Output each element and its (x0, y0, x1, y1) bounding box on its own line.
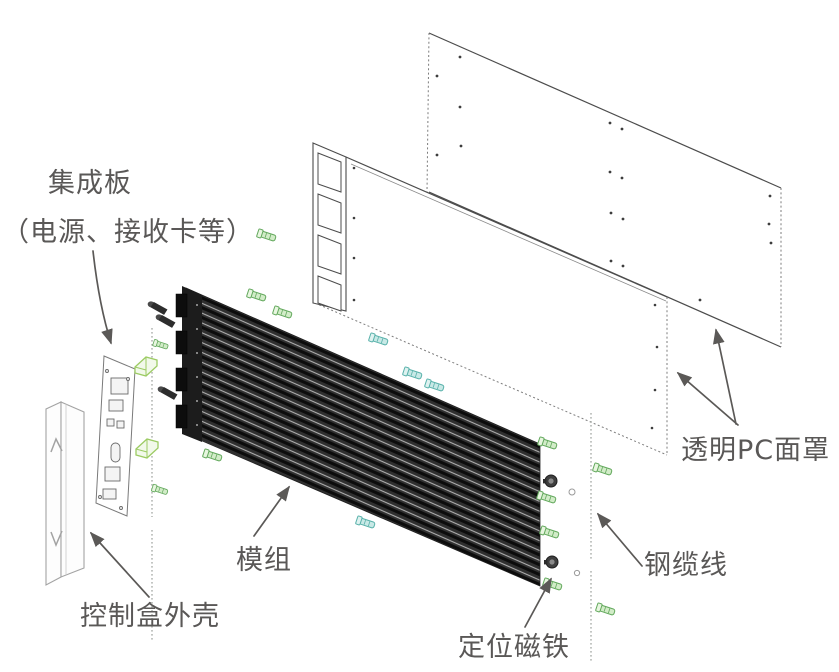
chevron-down-icon (50, 530, 63, 547)
label-transparent-pc-mask: 透明PC面罩 (681, 435, 830, 466)
screw (150, 483, 169, 497)
leader-module (253, 485, 290, 537)
leader-integrated-board (92, 250, 113, 345)
leader-pc-mask-front (676, 371, 739, 426)
label-integrated-board: 集成板 (48, 168, 132, 199)
leader-magnet (524, 577, 552, 628)
label-module: 模组 (236, 545, 292, 576)
magnet (542, 474, 558, 488)
integrated-board (95, 355, 136, 517)
module-connectors (175, 293, 188, 429)
callout-labels: 集成板 （电源、接收卡等） 控制盒外壳 模组 定位磁铁 钢缆线 透明PC面罩 (2, 168, 830, 663)
bracket (134, 356, 158, 377)
screw (152, 338, 170, 351)
panel-hole-dots (352, 166, 659, 430)
module-edge-strip (182, 286, 202, 442)
screw (201, 448, 224, 463)
leader-cable (596, 512, 643, 567)
panel-hole-dots (435, 55, 773, 302)
screw (423, 378, 446, 393)
screw (401, 366, 424, 381)
label-control-box-shell: 控制盒外壳 (80, 601, 220, 632)
screw (255, 228, 278, 243)
dark-bolts (146, 300, 179, 401)
bracket (135, 438, 159, 459)
screw (591, 462, 614, 477)
module-edge-dots (196, 304, 198, 426)
screw (354, 515, 377, 530)
control-box-shell (45, 401, 85, 586)
screw (536, 436, 559, 451)
leader-pc-mask-back (713, 328, 737, 425)
screw (538, 525, 561, 540)
screw (367, 332, 390, 347)
positioning-magnets (542, 474, 581, 577)
leader-control-box (89, 531, 150, 598)
pc-mask-front-panel (312, 142, 668, 456)
screw (245, 288, 268, 303)
label-integrated-board-detail: （电源、接收卡等） (2, 217, 254, 248)
leader-arrows (89, 250, 739, 628)
chevron-up-icon (50, 437, 63, 453)
label-steel-cable: 钢缆线 (644, 550, 728, 581)
screw (594, 602, 617, 617)
screw (271, 305, 294, 320)
magnet (543, 555, 559, 569)
flange-cutouts (317, 152, 342, 312)
mounting-brackets (134, 356, 159, 459)
label-positioning-magnet: 定位磁铁 (458, 632, 570, 663)
